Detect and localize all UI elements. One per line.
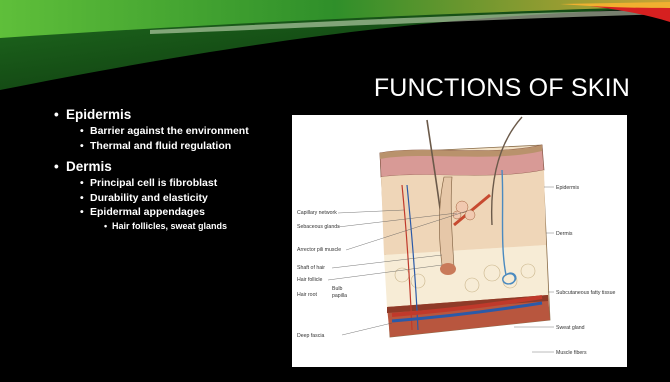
bullet-durability: Durability and elasticity bbox=[80, 193, 284, 205]
label-hair-root: Hair root bbox=[297, 292, 317, 298]
label-subcutaneous: Subcutaneous fatty tissue bbox=[556, 290, 616, 296]
label-papilla: papilla bbox=[332, 293, 347, 299]
bullet-epidermis: Epidermis bbox=[54, 106, 284, 123]
bullet-thermal: Thermal and fluid regulation bbox=[80, 141, 284, 153]
bullet-dermis: Dermis bbox=[54, 158, 284, 175]
label-shaft-of-hair: Shaft of hair bbox=[297, 265, 325, 271]
skin-diagram-illustration: Capillary network Sebaceous glands Arrec… bbox=[292, 115, 627, 367]
bullet-list: Epidermis Barrier against the environmen… bbox=[54, 104, 284, 231]
bullet-hair-follicles: Hair follicles, sweat glands bbox=[104, 221, 284, 231]
bullet-barrier: Barrier against the environment bbox=[80, 126, 284, 138]
label-deep-fascia: Deep fascia bbox=[297, 333, 325, 339]
label-sebaceous-glands: Sebaceous glands bbox=[297, 224, 340, 230]
label-epidermis: Epidermis bbox=[556, 185, 579, 191]
label-bulb: Bulb bbox=[332, 286, 342, 292]
label-capillary-network: Capillary network bbox=[297, 210, 337, 216]
label-arrector-pili: Arrector pili muscle bbox=[297, 247, 341, 253]
bullet-appendages: Epidermal appendages bbox=[80, 207, 284, 219]
skin-cross-section-figure: Capillary network Sebaceous glands Arrec… bbox=[292, 115, 627, 367]
label-sweat-gland: Sweat gland bbox=[556, 325, 585, 331]
label-hair-follicle: Hair follicle bbox=[297, 277, 322, 283]
slide-title: FUNCTIONS OF SKIN bbox=[374, 74, 630, 103]
label-dermis: Dermis bbox=[556, 231, 573, 237]
bullet-fibroblast: Principal cell is fibroblast bbox=[80, 178, 284, 190]
label-muscle-fibers: Muscle fibers bbox=[556, 350, 587, 356]
